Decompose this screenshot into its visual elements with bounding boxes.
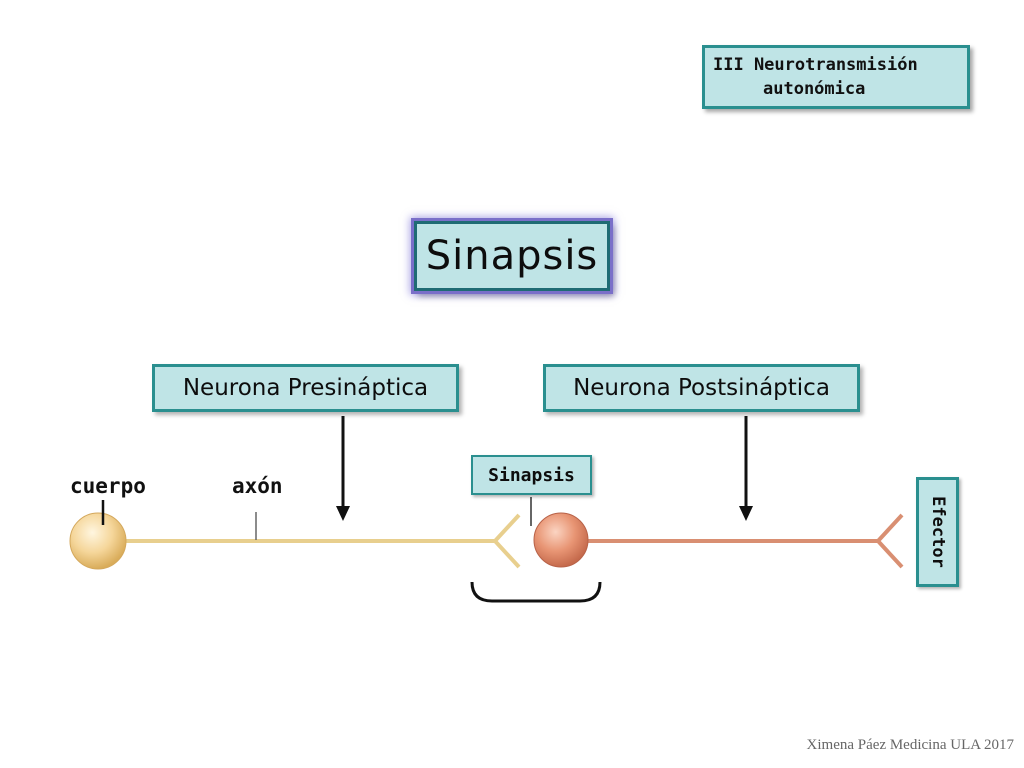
presynaptic-label-box: Neurona Presináptica (152, 364, 459, 412)
effector-label-box: Efector (916, 477, 959, 587)
topic-line-2: autonómica (763, 79, 866, 99)
synapse-bracket (470, 581, 602, 603)
topic-box: III Neurotransmisión autonómica (702, 45, 970, 109)
postsynaptic-label-box: Neurona Postsináptica (543, 364, 860, 412)
postsynaptic-cell-body (533, 512, 589, 568)
credit-text: Ximena Páez Medicina ULA 2017 (806, 737, 1014, 753)
postsynaptic-terminal (875, 513, 904, 569)
effector-label: Efector (927, 496, 948, 568)
title-box: Sinapsis (414, 221, 610, 291)
synapse-label: Sinapsis (488, 464, 575, 486)
presynaptic-cell-body (69, 512, 127, 570)
topic-line-1: III Neurotransmisión (713, 55, 918, 75)
page-title: Sinapsis (425, 233, 599, 279)
synapse-label-box: Sinapsis (471, 455, 592, 495)
postsynaptic-label: Neurona Postsináptica (573, 375, 830, 401)
cuerpo-label: cuerpo (70, 474, 146, 498)
presynaptic-label: Neurona Presináptica (182, 375, 429, 401)
presynaptic-arrow-head (336, 506, 350, 521)
postsynaptic-arrow-head (739, 506, 753, 521)
axon-label: axón (232, 474, 283, 498)
presynaptic-terminal (492, 513, 521, 569)
